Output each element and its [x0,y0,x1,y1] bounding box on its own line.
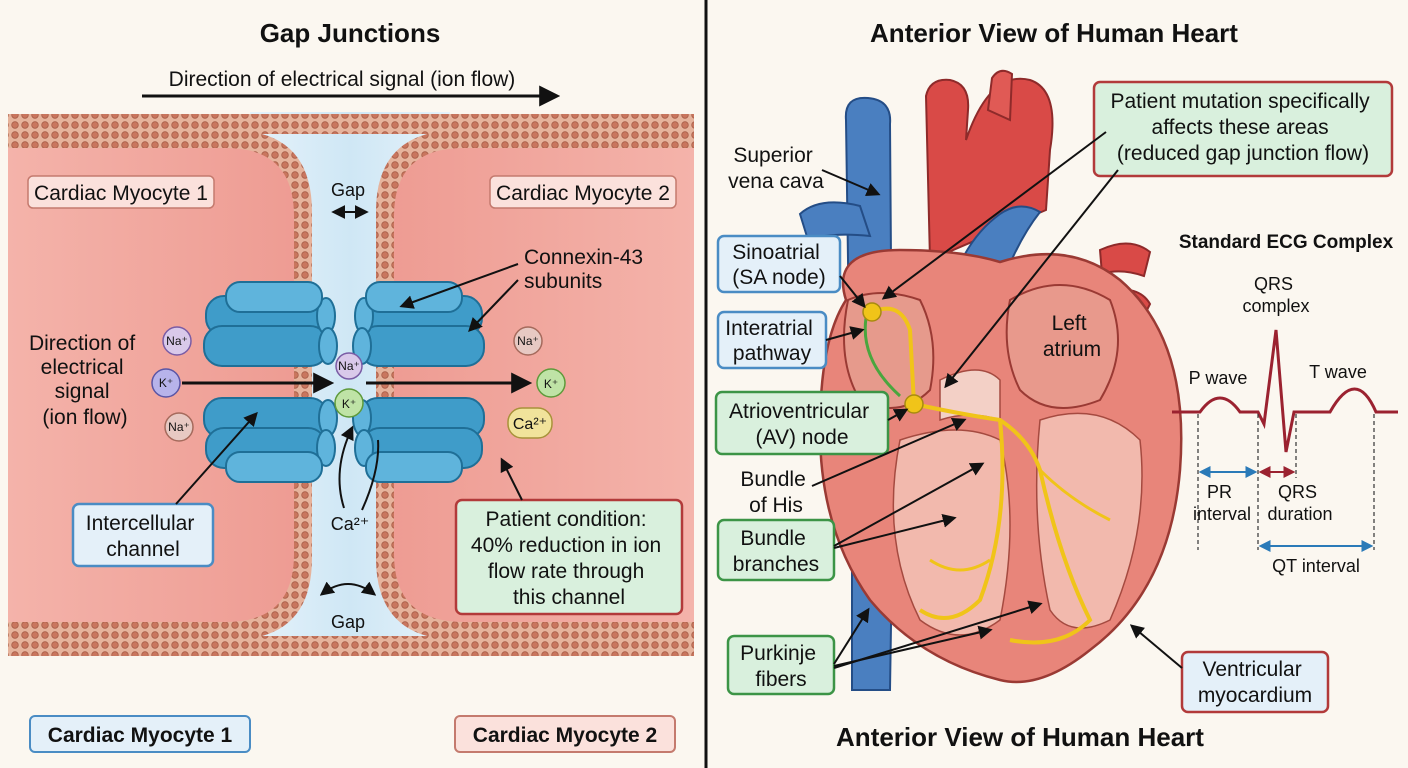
ecg-trace [1172,329,1398,453]
left-bundle [913,402,1093,645]
svc-label: Superior vena cava [728,144,824,193]
ecg-p-wave-label: P wave [1189,368,1248,388]
myocyte1-label: Cardiac Myocyte 1 [34,182,208,205]
left-panel: Gap Junctions Direction of electrical si… [8,18,694,753]
svg-text:Na⁺: Na⁺ [517,334,539,348]
ion-na-left-top: Na⁺ [162,326,192,356]
pr-interval-label: PR interval [1193,482,1251,524]
ion-k-left: K⁺ [151,368,181,398]
purkinje-label: Purkinje fibers [740,642,822,691]
gap-bottom-label: Gap [331,612,365,632]
left-atrium-label: Left atrium [1043,312,1101,361]
connexon-left [203,281,338,483]
ion-k-gap: K⁺ [334,388,364,418]
signal-direction-label: Direction of electrical signal (ion flow… [169,68,516,91]
intercellular-box [71,502,215,568]
ion-k-right: K⁺ [536,368,566,398]
bottom-membrane [8,636,694,656]
intercellular-label: Intercellular channel [86,512,200,561]
left-atrium [1005,284,1119,409]
right-panel: Anterior View of Human Heart [714,18,1398,752]
interatrial-label: Interatrial pathway [725,317,818,365]
qrs-duration-label: QRS duration [1267,482,1332,524]
svg-text:Na⁺: Na⁺ [338,359,360,373]
bottom-myocyte1-label: Cardiac Myocyte 1 [48,724,233,747]
bottom-myocyte1-box [29,715,251,753]
ca-gap-arrow [338,425,354,509]
purkinje-pointer-3 [833,600,1043,669]
intercellular-pointer [175,411,258,505]
ecg-complex: Standard ECG Complex QRS complex P wave … [1172,232,1398,576]
top-membrane [8,114,694,134]
heart-illustration [798,69,1183,691]
ca-gap-label: Ca²⁺ [331,514,370,534]
ecg-t-wave-label: T wave [1309,362,1367,382]
mutation-note-box [1092,80,1394,178]
purkinje-pointer-1 [833,607,870,665]
interatrial-pointer [825,326,865,341]
right-title: Anterior View of Human Heart [870,18,1238,48]
ecg-qrs-complex-label: QRS complex [1242,274,1309,316]
sa-node-label: Sinoatrial (SA node) [732,241,825,289]
ventricular-box [1180,650,1330,714]
svg-text:K⁺: K⁺ [342,397,356,411]
ion-na-gap: Na⁺ [335,352,363,380]
av-node-box [714,390,890,456]
ion-na-right: Na⁺ [513,326,543,356]
qt-interval-label: QT interval [1272,556,1360,576]
svg-text:Ca²⁺: Ca²⁺ [513,416,547,433]
his-label: Bundle of His [740,468,811,517]
ecg-title: Standard ECG Complex [1179,232,1394,253]
av-pointer [887,408,909,422]
ion-ca-right: Ca²⁺ [507,407,553,439]
connexin-label: Connexin-43 subunits [524,246,649,293]
branches-pointer-2 [833,513,957,549]
ca-gap-arrow-2 [361,439,380,511]
sa-pointer [839,275,866,309]
patient-condition-text: Patient condition: 40% reduction in ion … [471,508,667,609]
svg-text:Na⁺: Na⁺ [166,334,188,348]
gap-bottom-arrow [319,581,377,596]
mutation-note-text: Patient mutation specifically affects th… [1111,90,1376,165]
his-pointer [811,418,967,487]
ventricular-label: Ventricular myocardium [1198,658,1312,707]
internodal-path [871,306,916,405]
direction-label: Direction of electrical signal (ion flow… [29,332,141,429]
interatrial-pathway-line [863,317,902,398]
sa-node-box [716,234,842,294]
av-node [904,394,924,414]
branches-pointer-1 [833,462,985,547]
bundle-branches-label: Bundle branches [733,527,819,576]
mutation-pointer-av [944,169,1119,389]
bottom-myocyte2-label: Cardiac Myocyte 2 [473,724,657,747]
svg-text:K⁺: K⁺ [544,377,558,391]
bottom-myocyte2-box [454,715,676,753]
bundle-branches-box [716,518,836,582]
svc-pointer [821,169,881,197]
svg-text:K⁺: K⁺ [159,376,173,390]
ventricular-pointer [1129,624,1183,669]
svg-text:Na⁺: Na⁺ [168,420,190,434]
gap-top-label: Gap [331,180,365,200]
av-node-label: Atrioventricular (AV) node [729,400,875,449]
mutation-pointer-sa [881,131,1107,300]
patient-condition-box [454,498,684,616]
ion-na-left-bottom: Na⁺ [164,412,194,442]
connexon-right [352,281,485,483]
sa-node [862,302,882,322]
left-title: Gap Junctions [260,18,441,48]
myocyte2-label-box [489,175,677,209]
patient-condition-pointer [500,457,523,501]
right-bundle [918,419,1005,620]
right-bottom-title: Anterior View of Human Heart [836,722,1204,752]
connexin-pointer-2 [468,279,519,333]
myocyte1-label-box [27,175,215,209]
myocyte2-label: Cardiac Myocyte 2 [496,182,670,205]
connexin-pointer-1 [399,263,519,309]
